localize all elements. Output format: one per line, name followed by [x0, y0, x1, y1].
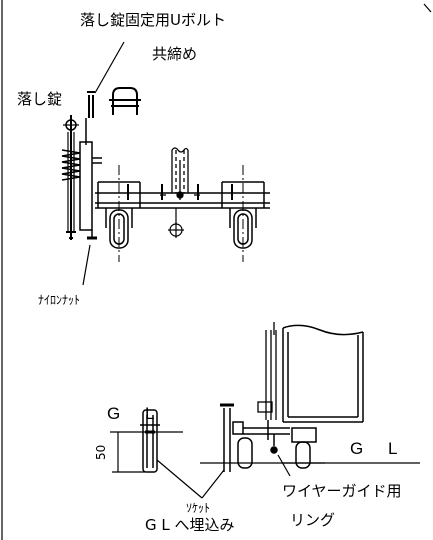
- right-caster: [221, 165, 265, 262]
- drop-lock: [61, 115, 102, 240]
- center-post: [160, 147, 200, 200]
- leader-socket-2: [201, 469, 225, 499]
- label-nylon-nut: ﾅｲﾛﾝﾅｯﾄ: [38, 293, 81, 307]
- leader-u-bolt: [94, 41, 125, 94]
- label-ring: リング: [290, 511, 336, 529]
- label-tightening: 共締め: [152, 45, 198, 63]
- beam-bolts: [127, 184, 233, 200]
- lower-mechanism: [220, 403, 317, 472]
- frame-post: [257, 322, 277, 420]
- frame-corner-mark: [423, 3, 432, 13]
- label-embed: G L へ埋込み: [145, 516, 235, 534]
- container-bin: [282, 324, 364, 423]
- leader-wire-guide: [277, 454, 291, 477]
- label-gl-left: G L: [107, 404, 165, 423]
- u-bolt: [109, 87, 141, 115]
- leader-nylon-nut: [82, 244, 91, 286]
- label-u-bolt: 落し錠固定用Uボルト: [80, 11, 226, 29]
- leader-socket-1: [156, 459, 203, 499]
- label-socket: ｿｹｯﾄ: [186, 501, 211, 515]
- label-drop-lock: 落し錠: [17, 90, 63, 108]
- left-caster: [97, 165, 141, 262]
- label-gl-right: G L: [350, 439, 408, 458]
- label-wire-guide: ワイヤーガイド用: [282, 482, 402, 500]
- label-dim-50: 50: [94, 444, 108, 460]
- fixing-bolt: [87, 91, 95, 118]
